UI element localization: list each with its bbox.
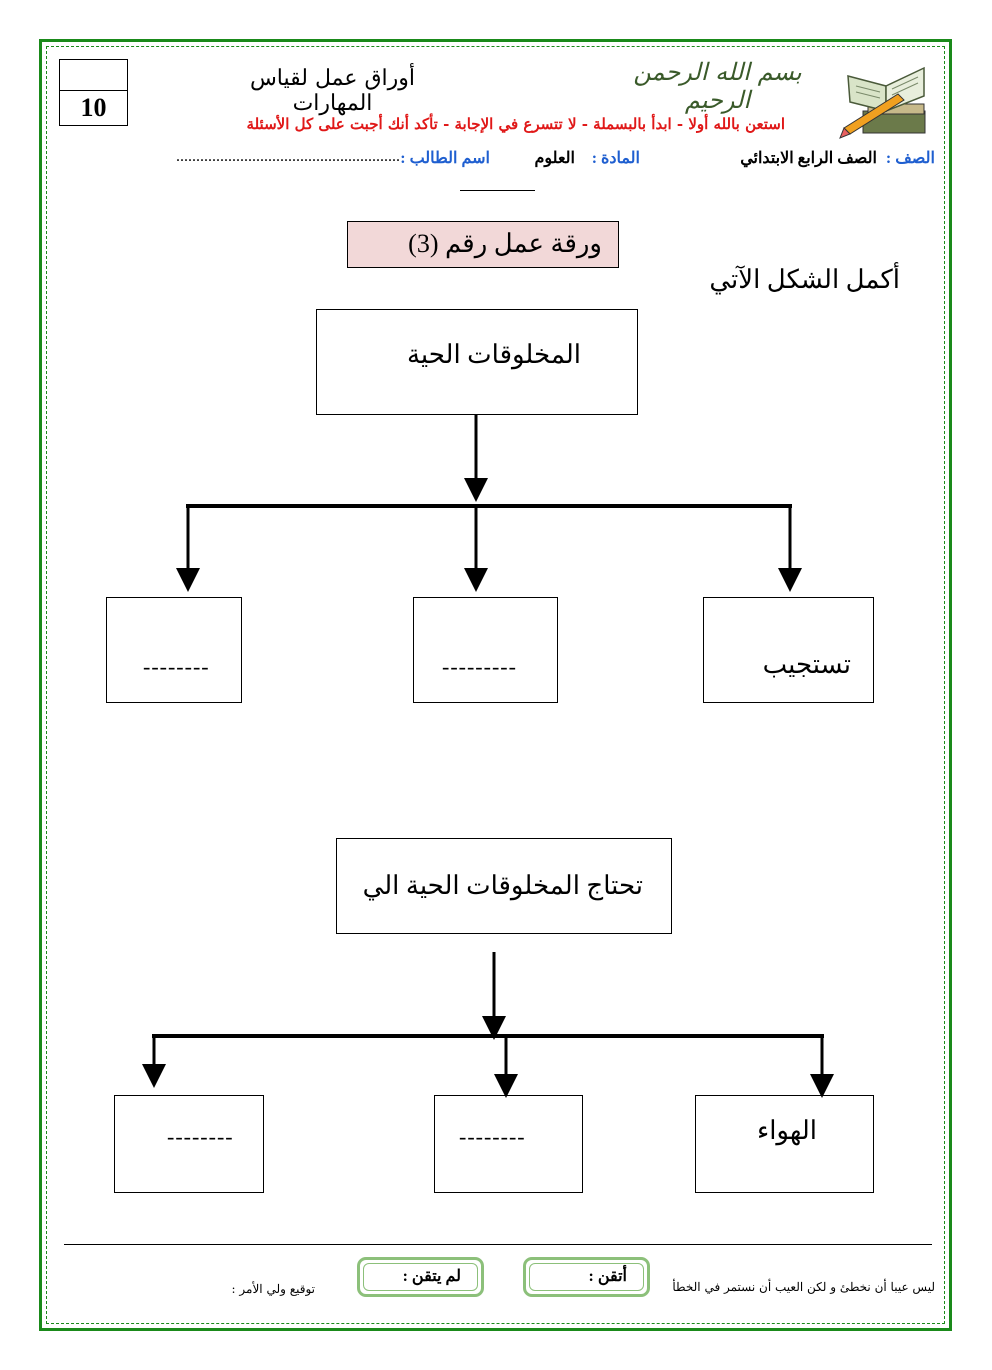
not-mastered-label: لم يتقن : bbox=[363, 1263, 478, 1291]
instruction-complete-diagram: أكمل الشكل الآتي bbox=[709, 265, 900, 294]
diagram1-child-box-right: تستجيب bbox=[703, 597, 874, 703]
header-separator bbox=[460, 190, 535, 191]
score-box-divider bbox=[60, 90, 127, 91]
subject-value: العلوم bbox=[534, 150, 575, 167]
student-name-line[interactable]: ........................................… bbox=[176, 148, 400, 165]
diagram1-child-middle-blank: --------- bbox=[442, 654, 517, 679]
diagram2-child-right-label: الهواء bbox=[756, 1116, 817, 1145]
diagram1-connectors bbox=[176, 415, 802, 592]
diagram2-child-box-right: الهواء bbox=[695, 1095, 874, 1193]
grade-value: الصف الرابع الابتدائي bbox=[740, 150, 877, 167]
worksheet-title-box: ورقة عمل رقم (3) bbox=[347, 221, 619, 268]
diagram1-child-box-left[interactable]: -------- bbox=[106, 597, 242, 703]
score-value: 10 bbox=[80, 93, 107, 122]
diagram1-root-label: المخلوقات الحية bbox=[406, 340, 581, 369]
worksheet-series-title: أوراق عمل لقياس المهارات bbox=[249, 66, 416, 116]
page-border-inner bbox=[46, 46, 945, 1324]
grade-label: الصف : bbox=[885, 150, 935, 167]
basmala-calligraphy: بسم الله الرحمن الرحيم bbox=[633, 58, 802, 114]
diagram1-child-left-blank: -------- bbox=[143, 654, 210, 679]
books-pencil-icon bbox=[839, 66, 926, 139]
mastered-box[interactable]: أتقن : bbox=[523, 1257, 650, 1297]
score-box: 10 bbox=[59, 59, 128, 126]
page-border-outer bbox=[39, 39, 952, 1331]
footer-motto: ليس عيبا أن نخطئ و لكن العيب أن نستمر في… bbox=[672, 1280, 935, 1294]
instructions-text: استعن بالله أولا - ابدأ بالبسملة - لا تت… bbox=[246, 115, 785, 133]
diagram1-root-box: المخلوقات الحية bbox=[316, 309, 638, 415]
mastered-label: أتقن : bbox=[529, 1263, 644, 1291]
diagram2-root-label: تحتاج المخلوقات الحية الي bbox=[362, 871, 643, 900]
diagram2-child-middle-blank: -------- bbox=[459, 1124, 526, 1149]
not-mastered-box[interactable]: لم يتقن : bbox=[357, 1257, 484, 1297]
diagram2-child-box-left[interactable]: -------- bbox=[114, 1095, 264, 1193]
diagram2-connectors bbox=[142, 952, 834, 1098]
student-name-label: اسم الطالب : bbox=[400, 150, 490, 167]
parent-signature-label: توقيع ولي الأمر : bbox=[231, 1282, 315, 1296]
student-info-line: الصف : الصف الرابع الابتدائي المادة : ال… bbox=[100, 148, 935, 172]
diagram1-child-right-label: تستجيب bbox=[762, 650, 851, 679]
diagram2-root-box: تحتاج المخلوقات الحية الي bbox=[336, 838, 672, 934]
subject-label: المادة : bbox=[591, 150, 640, 167]
diagram1-child-box-middle[interactable]: --------- bbox=[413, 597, 558, 703]
diagram2-child-left-blank: -------- bbox=[167, 1124, 234, 1149]
footer-separator bbox=[64, 1244, 932, 1245]
